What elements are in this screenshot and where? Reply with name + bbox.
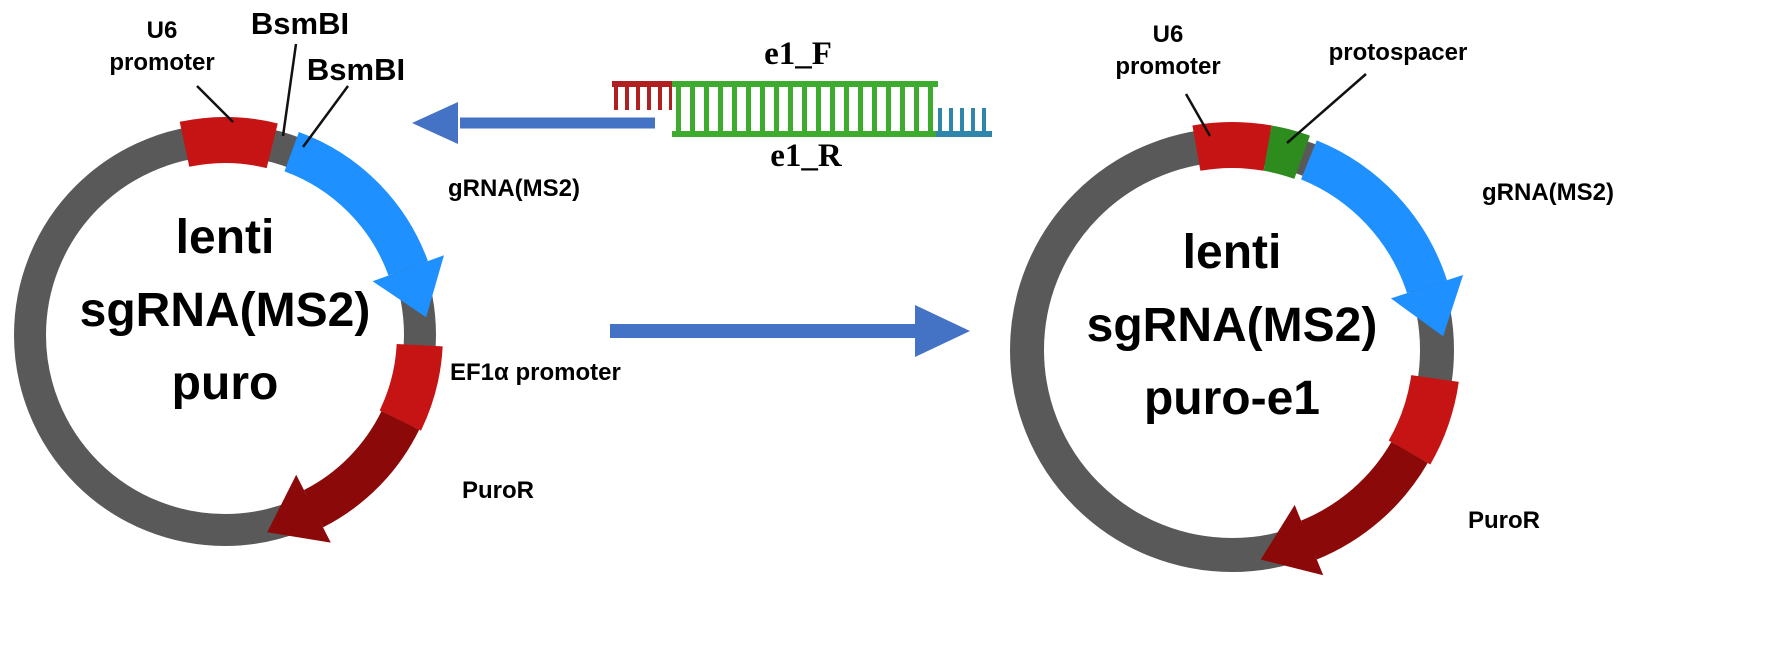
right-protospacer-segment — [1263, 125, 1310, 180]
left-bsmbi1-pointer-line — [281, 43, 298, 137]
left-plasmid: lenti sgRNA(MS2) puro U6 promoter BsmBI … — [14, 6, 621, 546]
right-plasmid-name-line1: lenti — [1183, 226, 1282, 279]
insert-top-strand-label: e1_F — [764, 36, 832, 72]
right-protospacer-pointer-line — [1286, 73, 1367, 144]
right-grna-label: gRNA(MS2) — [1482, 179, 1614, 206]
left-u6-promoter-segment — [179, 117, 278, 169]
right-protospacer-label: protospacer — [1329, 39, 1468, 66]
right-plasmid: lenti sgRNA(MS2) puro-e1 U6 promoter pro… — [1010, 21, 1614, 576]
left-plasmid-name-line3: puro — [172, 357, 279, 410]
left-u6-pointer-line — [196, 85, 234, 123]
left-bsmbi2-pointer-line — [301, 85, 350, 148]
left-grna-label: gRNA(MS2) — [448, 175, 580, 202]
right-grna-arrow-body — [1300, 140, 1447, 294]
right-u6-promoter-segment — [1192, 121, 1272, 171]
left-grna-arrow-body — [284, 131, 428, 276]
right-promoter-segment — [1388, 374, 1459, 465]
left-ef1a-promoter-segment — [379, 343, 443, 431]
left-puror-arrow-body — [303, 410, 420, 528]
insert-to-vector-arrowhead — [412, 102, 458, 144]
cloning-result-arrow — [610, 305, 970, 357]
right-puror-label: PuroR — [1468, 507, 1540, 534]
left-grna-arrowhead — [372, 255, 444, 318]
right-grna-arrowhead — [1390, 275, 1464, 337]
cloning-result-arrowhead — [915, 305, 970, 357]
left-bsmbi1-label: BsmBI — [251, 6, 349, 41]
oligo-duplex-insert: e1_F e1_R — [612, 36, 992, 174]
right-puror-arrowhead — [1260, 504, 1324, 576]
left-puror-arrowhead — [267, 474, 331, 543]
left-puror-label: PuroR — [462, 477, 534, 504]
right-plasmid-name-line2: sgRNA(MS2) — [1087, 299, 1378, 352]
right-u6-label-line1: U6 — [1153, 21, 1184, 48]
left-u6-label-line1: U6 — [147, 17, 178, 44]
right-u6-label-line2: promoter — [1115, 53, 1220, 80]
insert-to-vector-arrow — [412, 102, 655, 144]
left-u6-label-line2: promoter — [109, 49, 214, 76]
right-u6-pointer-line — [1184, 93, 1212, 137]
right-puror-arrow-body — [1300, 441, 1428, 560]
right-plasmid-name-line3: puro-e1 — [1144, 372, 1320, 425]
left-plasmid-name-line2: sgRNA(MS2) — [80, 284, 371, 337]
insert-bottom-strand-label: e1_R — [770, 138, 843, 174]
left-plasmid-name-line1: lenti — [176, 211, 275, 264]
left-ef1a-label: EF1α promoter — [450, 359, 621, 386]
left-bsmbi2-label: BsmBI — [307, 52, 405, 87]
